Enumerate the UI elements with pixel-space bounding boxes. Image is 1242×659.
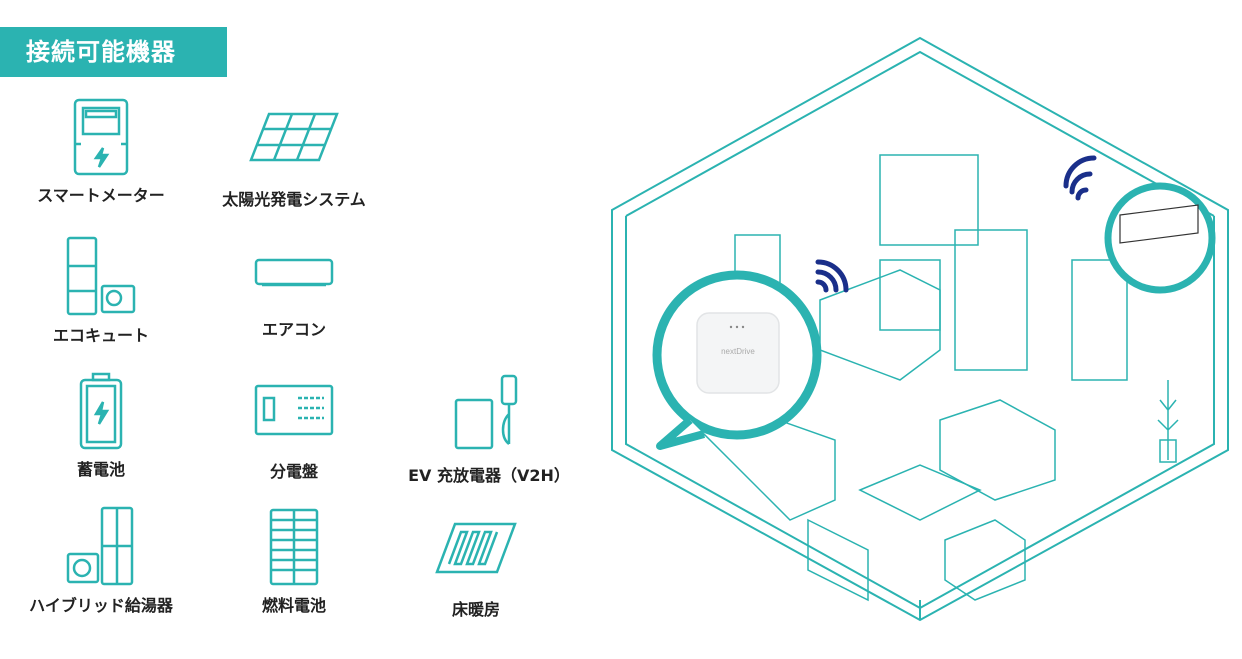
device-label: 蓄電池 xyxy=(76,460,125,479)
device-label: EV 充放電器（V2H） xyxy=(408,466,570,485)
living-room xyxy=(698,234,1128,602)
solar-panel-icon xyxy=(249,112,339,162)
device-label: ハイブリッド給湯器 xyxy=(29,596,173,615)
wifi-icon xyxy=(815,155,1097,293)
device-aircon: エアコン xyxy=(209,258,379,340)
smart-meter-icon xyxy=(73,98,129,176)
gateway-brand: nextDrive xyxy=(721,347,755,356)
device-label: スマートメーター xyxy=(37,186,165,205)
device-floor-heating: 床暖房 xyxy=(391,522,561,620)
device-label: エコキュート xyxy=(52,326,149,345)
gateway-device xyxy=(696,312,780,394)
device-battery: 蓄電池 xyxy=(16,372,186,480)
distribution-board-icon xyxy=(254,384,334,436)
device-smart-meter: スマートメーター xyxy=(16,98,186,206)
aircon-unit xyxy=(1119,204,1199,244)
floor-heating-icon xyxy=(435,522,517,574)
plant-icon xyxy=(1157,380,1179,463)
device-label: 床暖房 xyxy=(451,600,500,619)
ev-charger-icon xyxy=(454,374,518,450)
device-ecocute: エコキュート xyxy=(16,236,186,346)
device-label: 分電盤 xyxy=(269,462,318,481)
air-conditioner-icon xyxy=(254,258,334,287)
house-walls xyxy=(611,36,1229,622)
fuel-cell-icon xyxy=(269,508,319,586)
device-label: 燃料電池 xyxy=(261,596,326,615)
device-hybrid-heater: ハイブリッド給湯器 xyxy=(16,506,186,616)
device-panel-board: 分電盤 xyxy=(209,384,379,482)
heat-pump-water-heater-icon xyxy=(66,236,136,316)
hybrid-water-heater-icon xyxy=(66,506,134,586)
battery-icon xyxy=(79,372,123,450)
device-label: 太陽光発電システム xyxy=(222,190,366,209)
device-label: エアコン xyxy=(261,320,326,339)
device-fuel-cell: 燃料電池 xyxy=(209,508,379,616)
kitchen xyxy=(819,154,1028,381)
device-solar: 太陽光発電システム xyxy=(209,112,379,210)
house-illustration: nextDrive xyxy=(611,36,1229,622)
device-ev-charger: EV 充放電器（V2H） xyxy=(399,374,579,486)
section-title: 接続可能機器 xyxy=(0,27,227,77)
